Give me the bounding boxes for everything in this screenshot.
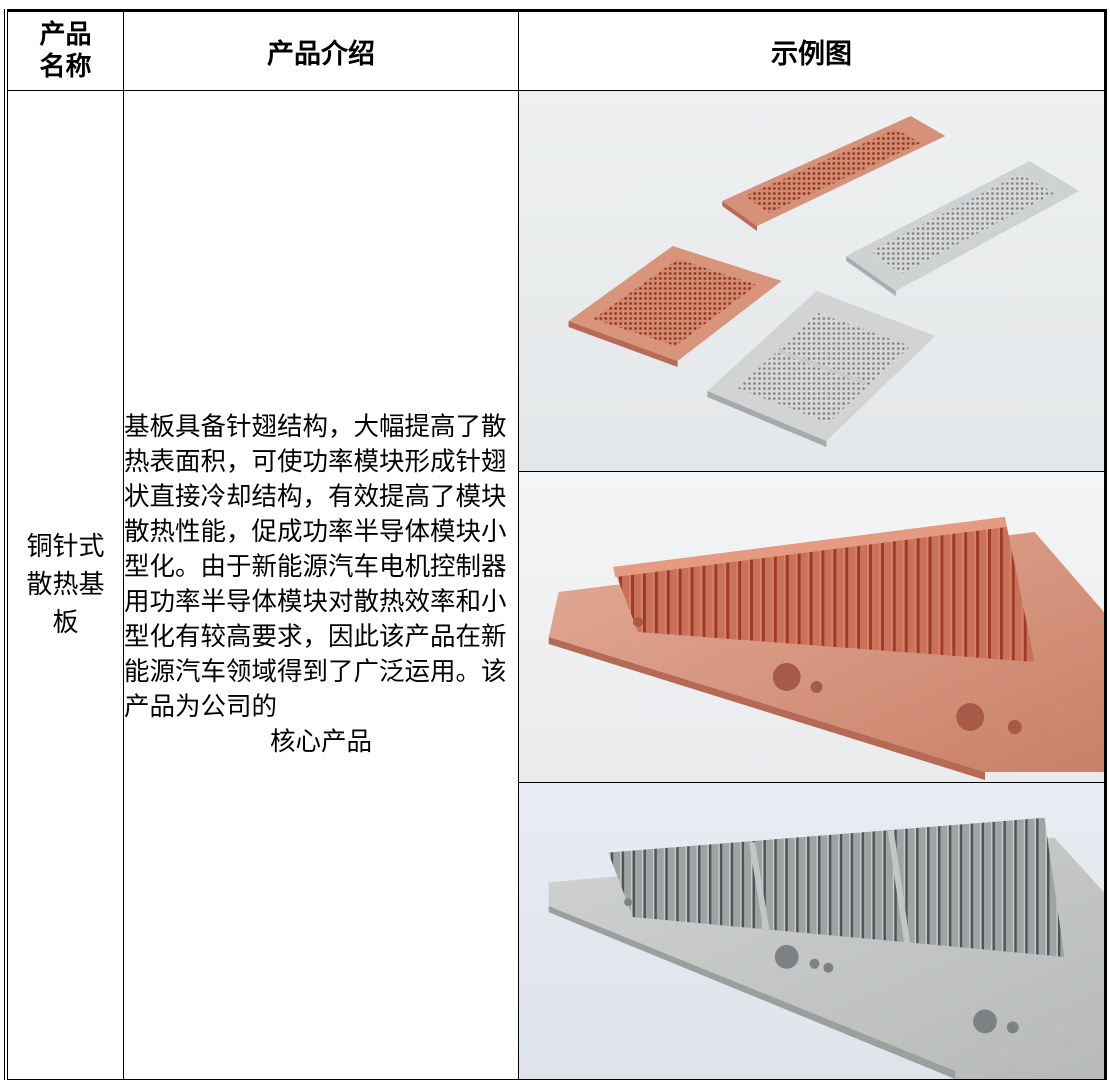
example-photo-stack [519, 91, 1104, 1079]
copper-pin-fin-baseplate-icon [519, 472, 1104, 782]
product-name-line2: 散热基 [26, 570, 105, 600]
product-intro-text: 基板具备针翅结构，大幅提高了散热表面积，可使功率模块形成针翅状直接冷却结构，有效… [124, 412, 507, 722]
nickel-pin-fin-baseplate-icon [519, 783, 1104, 1079]
table-row: 铜针式 散热基 板 基板具备针翅结构，大幅提高了散热表面积，可使功率模块形成针翅… [4, 90, 1107, 1080]
product-intro-tail: 核心产品 [269, 727, 372, 757]
example-image-cell [518, 90, 1107, 1080]
header-product-name: 产品 名称 [4, 9, 124, 91]
product-name-cell: 铜针式 散热基 板 [4, 90, 124, 1080]
header-product-name-line1: 产品 [39, 20, 92, 50]
product-name-line3: 板 [52, 608, 79, 638]
header-product-name-line2: 名称 [39, 52, 92, 82]
header-example-image: 示例图 [518, 9, 1107, 91]
header-product-intro: 产品介绍 [123, 9, 519, 91]
product-name-line1: 铜针式 [26, 532, 105, 562]
product-table: 产品 名称 产品介绍 示例图 铜针式 散热基 板 基板具备针翅结构，大幅提高了散… [4, 9, 1107, 1080]
four-pin-fin-baseplates-icon [519, 91, 1104, 471]
four-pin-fin-baseplates-photo [519, 91, 1104, 471]
table-header-row: 产品 名称 产品介绍 示例图 [4, 9, 1107, 91]
copper-pin-fin-baseplate-closeup-photo [519, 471, 1104, 782]
product-intro-cell: 基板具备针翅结构，大幅提高了散热表面积，可使功率模块形成针翅状直接冷却结构，有效… [123, 90, 519, 1080]
nickel-pin-fin-baseplate-closeup-photo [519, 782, 1104, 1079]
